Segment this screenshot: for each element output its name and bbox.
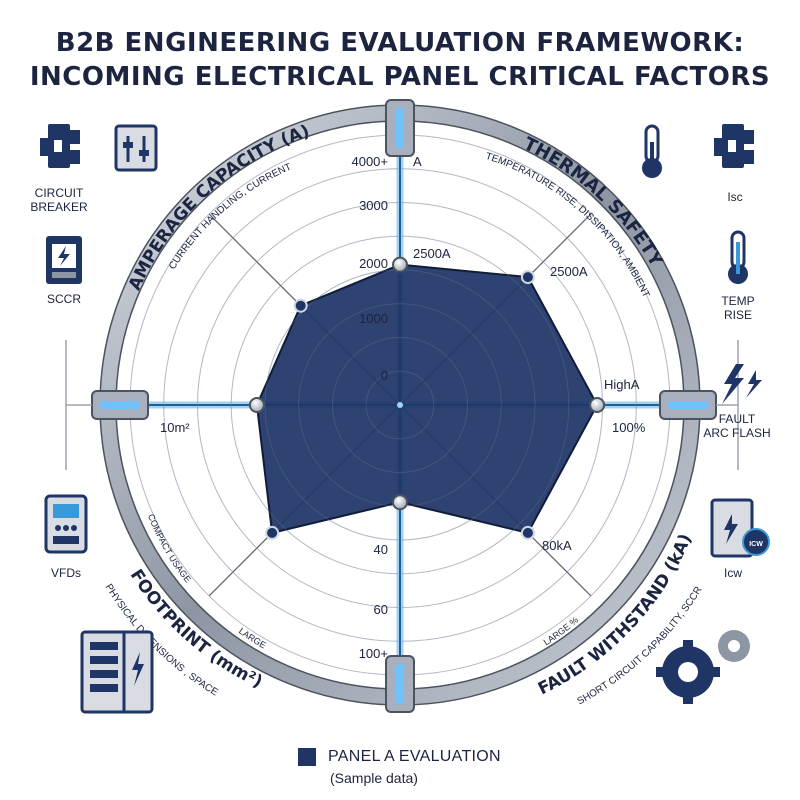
circuit-breaker-icon — [40, 124, 80, 168]
clamp-top-glow — [396, 108, 404, 148]
switchgear-cabinet-icon — [80, 630, 154, 714]
scale-unit-a: A — [413, 154, 422, 169]
side-label-sccr: SCCR — [46, 292, 81, 306]
scale-label-100: 100+ — [359, 646, 388, 661]
title-line-1: B2B ENGINEERING EVALUATION FRAMEWORK: — [55, 28, 745, 58]
scale-label-0: 0 — [381, 368, 388, 383]
legend-swatch — [298, 748, 316, 766]
control-panel-icon — [114, 124, 158, 172]
legend: PANEL A EVALUATION — [298, 748, 501, 766]
side-label-icw: Icw — [724, 566, 742, 580]
title-line-2: INCOMING ELECTRICAL PANEL CRITICAL FACTO… — [29, 62, 771, 92]
scale-label-3000: 3000 — [359, 198, 388, 213]
legend-note: (Sample data) — [330, 770, 418, 786]
clamp-left-glow — [100, 401, 140, 409]
legend-label: PANEL A EVALUATION — [328, 748, 501, 765]
side-label-isc: Isc — [727, 190, 743, 204]
icw-badge-text: ICW — [749, 541, 763, 548]
thermometer-icon — [642, 124, 662, 178]
series-points — [248, 256, 606, 540]
side-label-circuit-breaker: CIRCUIT BREAKER — [30, 186, 88, 214]
series-point-n — [392, 256, 408, 273]
clamp-right-glow — [668, 401, 708, 409]
breaker-isc-icon — [714, 124, 754, 168]
side-label-vfds: VFDs — [51, 566, 81, 580]
scale-label-40: 40 — [374, 542, 388, 557]
series-point-s — [392, 494, 408, 511]
clamp-bottom-glow — [396, 664, 404, 704]
side-label-temp-rise: TEMP RISE — [721, 294, 755, 322]
point-label-lower-right: 80kA — [542, 538, 572, 553]
side-label-fault-arc-flash: FAULT ARC FLASH — [703, 412, 771, 440]
series-point-se — [520, 525, 535, 540]
series-point-ne — [520, 270, 535, 285]
point-label-upper-right: 2500A — [550, 264, 588, 279]
center-hub — [397, 402, 403, 408]
overlay-ring — [230, 235, 570, 575]
scale-label-1000: 1000 — [359, 311, 388, 326]
point-label-top: 2500A — [413, 246, 451, 261]
series-point-w — [248, 397, 265, 413]
scale-label-4000: 4000+ — [351, 154, 388, 169]
series-point-nw — [293, 298, 308, 313]
sccr-icon — [46, 236, 82, 284]
gears-icon — [656, 630, 750, 704]
point-label-right-bottom: 100% — [612, 420, 646, 435]
overlay-ring — [332, 337, 468, 473]
scale-label-60: 60 — [374, 602, 388, 617]
scale-label-2000: 2000 — [359, 256, 388, 271]
page-title: B2B ENGINEERING EVALUATION FRAMEWORK: IN… — [0, 26, 800, 94]
series-point-sw — [265, 525, 280, 540]
point-label-right-top: HighA — [604, 377, 640, 392]
temp-rise-icon — [728, 230, 748, 284]
overlay-ring — [365, 370, 435, 440]
series-polygon — [255, 263, 599, 535]
series-point-e — [589, 397, 606, 413]
vfd-icon — [44, 494, 88, 554]
icw-icon — [710, 498, 770, 558]
arc-flash-icon — [722, 364, 762, 404]
point-label-left: 10m² — [160, 420, 190, 435]
overlay-ring — [163, 168, 637, 642]
